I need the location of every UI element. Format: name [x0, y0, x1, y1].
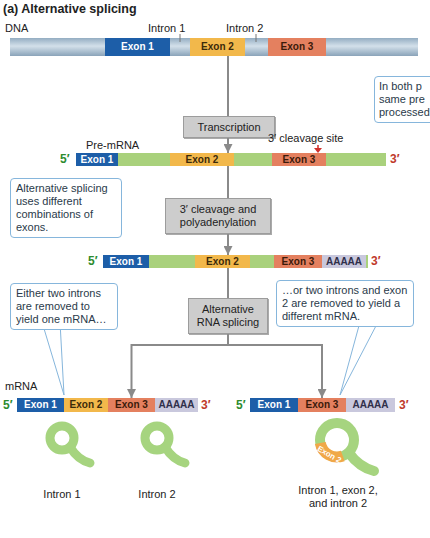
- segment-label: Exon 3: [306, 399, 339, 411]
- exon-block: Exon 3: [268, 38, 326, 56]
- end-label: 5′: [236, 398, 246, 412]
- callout-box: Alternative splicing uses different comb…: [10, 178, 122, 238]
- segment-label: Exon 2: [186, 154, 219, 166]
- exon-block: Exon 2: [195, 255, 250, 268]
- process-box: Transcription: [183, 116, 275, 138]
- segment-label: AAAAA: [326, 256, 362, 268]
- callout-text: Alternative splicing uses different comb…: [16, 182, 116, 234]
- segment-label: Exon 3: [115, 399, 148, 411]
- callout-text: Either two introns are removed to yield …: [16, 287, 112, 326]
- segment-label: Exon 3: [281, 41, 314, 53]
- strand-label: DNA: [5, 22, 28, 35]
- segment-label: Exon 1: [121, 41, 154, 53]
- intron-label: Intron 1: [148, 22, 185, 35]
- segment-label: Exon 3: [282, 256, 315, 268]
- process-label: Alternative RNA splicing: [193, 303, 263, 329]
- polya-tail: AAAAA: [346, 398, 395, 412]
- lariat-tail: [70, 447, 90, 463]
- flow-arrow: [227, 166, 229, 198]
- lariat-tail: [349, 453, 374, 471]
- callout-text: In both p same pre processed: [379, 80, 429, 119]
- lariat-label: Intron 1: [40, 488, 84, 501]
- callout-box: Either two introns are removed to yield …: [10, 283, 118, 330]
- leader-line: [180, 34, 181, 42]
- polya-tail: AAAAA: [155, 398, 198, 412]
- end-label: 5′: [88, 254, 98, 268]
- callout-tail: [42, 322, 64, 395]
- process-label: 3′ cleavage and polyadenylation: [170, 203, 266, 229]
- exon-block: Exon 1: [103, 255, 149, 268]
- strand-label: mRNA: [5, 380, 37, 393]
- callout-text: …or two introns and exon 2 are removed t…: [282, 284, 408, 323]
- segment-label: Exon 1: [258, 399, 291, 411]
- exon-block: Exon 2: [64, 398, 108, 412]
- strand-label: Pre-mRNA: [86, 139, 139, 152]
- rna-strand: [103, 255, 368, 268]
- flow-arrow: [228, 334, 322, 398]
- flow-arrow: [227, 234, 229, 255]
- segment-label: Exon 3: [283, 154, 316, 166]
- exon-block: Exon 3: [272, 153, 326, 166]
- lariat-tail: [165, 447, 185, 463]
- flow-arrow: [227, 138, 229, 153]
- callout-box: …or two introns and exon 2 are removed t…: [276, 280, 414, 327]
- end-label: 5′: [60, 152, 70, 166]
- exon-block: Exon 2: [190, 38, 245, 56]
- lariat-label: Intron 1, exon 2, and intron 2: [290, 484, 386, 510]
- exon-block: Exon 3: [298, 398, 346, 412]
- lariat-label: Intron 2: [135, 488, 179, 501]
- site-label: 3′ cleavage site: [268, 132, 343, 145]
- exon-block: Exon 1: [105, 38, 170, 56]
- exon-block: Exon 3: [108, 398, 155, 412]
- end-label: 3′: [399, 398, 409, 412]
- exon-label: Exon 2: [314, 443, 343, 466]
- callout-tail: [340, 322, 378, 395]
- exon-block: Exon 2: [170, 153, 234, 166]
- flow-arrow: [227, 268, 229, 298]
- segment-label: AAAAA: [158, 399, 194, 411]
- segment-label: Exon 2: [206, 256, 239, 268]
- segment-label: Exon 2: [201, 41, 234, 53]
- segment-label: Exon 1: [81, 154, 114, 166]
- callout-box: In both p same pre processed: [374, 76, 430, 123]
- process-label: Transcription: [197, 121, 260, 134]
- process-box: Alternative RNA splicing: [188, 298, 268, 334]
- flow-arrow: [132, 334, 229, 398]
- end-label: 3′: [201, 398, 211, 412]
- segment-label: AAAAA: [352, 399, 388, 411]
- intron-label: Intron 2: [226, 22, 263, 35]
- flow-arrow: [227, 56, 229, 116]
- polya-tail: AAAAA: [322, 255, 366, 268]
- end-label: 3′: [390, 152, 400, 166]
- segment-label: Exon 1: [24, 399, 57, 411]
- rna-strand: [76, 153, 386, 166]
- exon-block: Exon 1: [17, 398, 64, 412]
- figure-title: (a) Alternative splicing: [3, 2, 137, 17]
- end-label: 3′: [371, 254, 381, 268]
- leader-line: [256, 34, 257, 42]
- dna-strand: [10, 38, 418, 56]
- segment-label: Exon 1: [110, 256, 143, 268]
- exon-block: Exon 3: [274, 255, 322, 268]
- exon-block: Exon 1: [250, 398, 298, 412]
- end-label: 5′: [3, 398, 13, 412]
- segment-label: Exon 2: [70, 399, 103, 411]
- exon-block: Exon 1: [76, 153, 118, 166]
- process-box: 3′ cleavage and polyadenylation: [165, 198, 271, 234]
